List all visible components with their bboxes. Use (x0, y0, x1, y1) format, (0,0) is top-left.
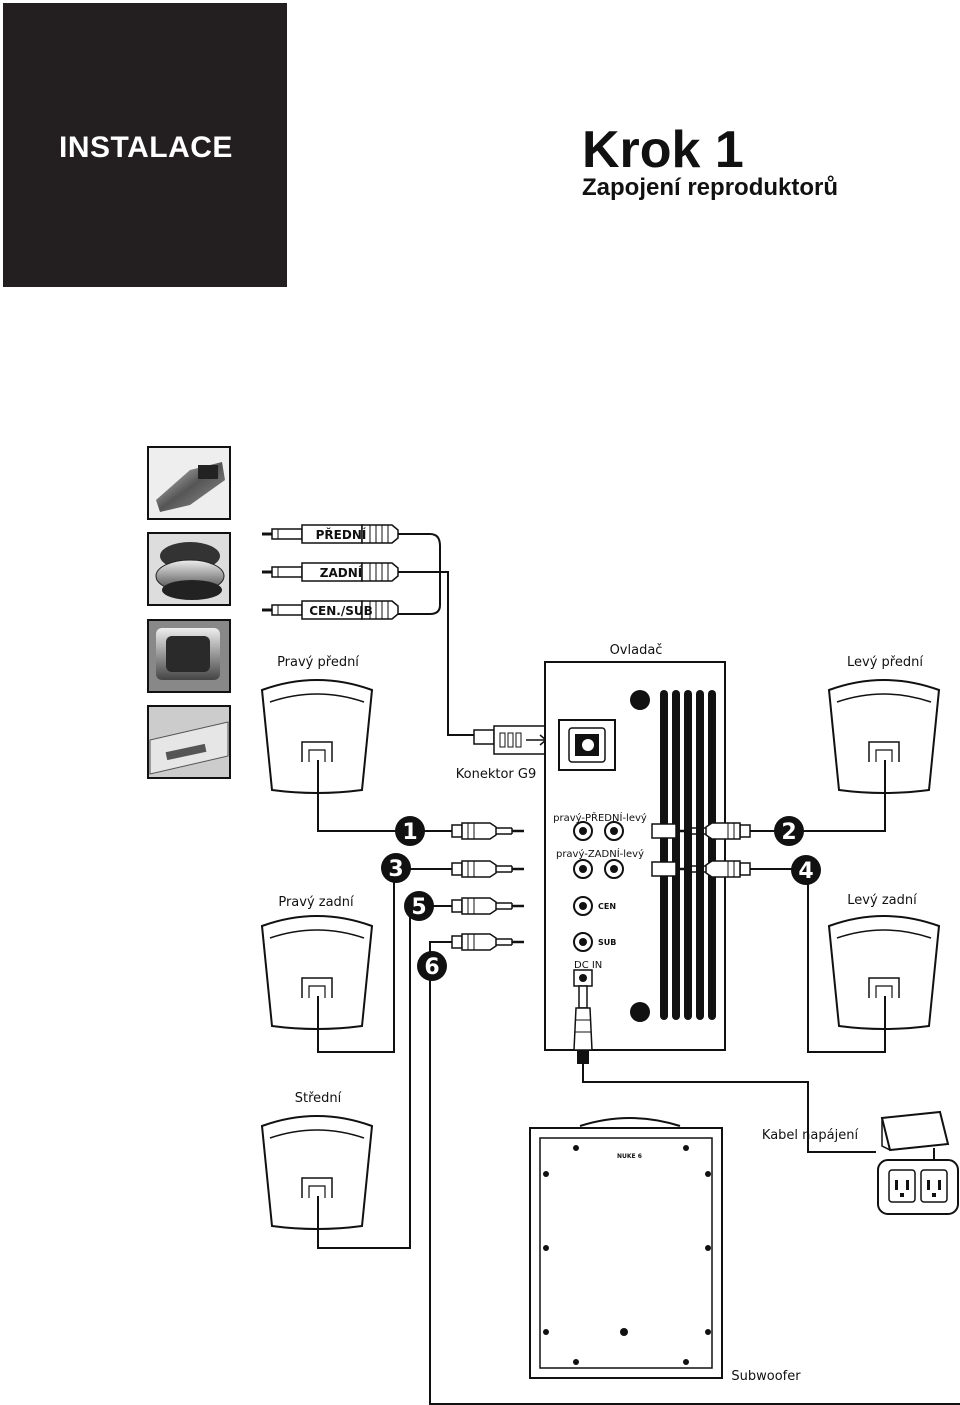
speaker-center-label: Střední (295, 1091, 342, 1106)
jack-front-label: pravý-PŘEDNÍ-levý (553, 811, 647, 824)
subwoofer-badge: NUKE 6 (617, 1153, 642, 1160)
rca-plug-1 (450, 821, 526, 841)
plug-rear-label: ZADNÍ (320, 565, 363, 580)
controller-heatsink (660, 690, 716, 1020)
jack-cen-label: CEN (598, 902, 616, 911)
jack-sub-label: SUB (598, 938, 616, 947)
speaker-rear-right-label: Pravý zadní (278, 895, 354, 910)
plug-front-label: PŘEDNÍ (316, 527, 367, 542)
power-cable-label: Kabel napájení (762, 1128, 859, 1143)
receiver-photo (147, 705, 231, 779)
subwoofer (529, 1117, 723, 1379)
speaker-front-left-label: Levý přední (847, 655, 923, 670)
step-badge-1: 1 (395, 816, 425, 846)
dc-plug (573, 985, 593, 1064)
section-title: INSTALACE (59, 131, 233, 164)
g9-connector-label: Konektor G9 (456, 767, 536, 782)
svg-text:5: 5 (411, 895, 426, 920)
wall-outlet (877, 1159, 959, 1215)
step-badge-6: 6 (417, 951, 447, 981)
controller-box (544, 661, 726, 1051)
jack-rear-label: pravý-ZADNÍ-levý (556, 847, 644, 860)
subwoofer-label: Subwoofer (731, 1369, 801, 1384)
plug-censub-label: CEN./SUB (309, 604, 373, 618)
tv-photo (147, 619, 231, 693)
svg-text:2: 2 (781, 820, 796, 845)
step-badge-2: 2 (774, 816, 804, 846)
header-box: INSTALACE (3, 3, 287, 287)
jack-dcin-label: DC IN (574, 960, 602, 971)
step-subtitle: Zapojení reproduktorů (582, 174, 839, 201)
controller-label: Ovladač (610, 643, 663, 658)
power-adapter (880, 1110, 950, 1160)
step-title: Krok 1 (582, 121, 744, 179)
speaker-front-right-label: Pravý přední (277, 655, 359, 670)
step-badge-4: 4 (791, 855, 821, 885)
svg-text:1: 1 (402, 820, 417, 845)
svg-text:4: 4 (798, 859, 813, 884)
svg-text:6: 6 (424, 955, 439, 980)
rca-plug-6 (450, 932, 526, 952)
step-badge-3: 3 (381, 853, 411, 883)
rca-plug-3 (450, 859, 526, 879)
svg-text:3: 3 (388, 857, 403, 882)
sound-card-photo (147, 446, 231, 520)
rca-plug-5 (450, 896, 526, 916)
speaker-rear-left-label: Levý zadní (847, 893, 917, 908)
dvd-player-photo (147, 532, 231, 606)
step-badge-5: 5 (404, 891, 434, 921)
